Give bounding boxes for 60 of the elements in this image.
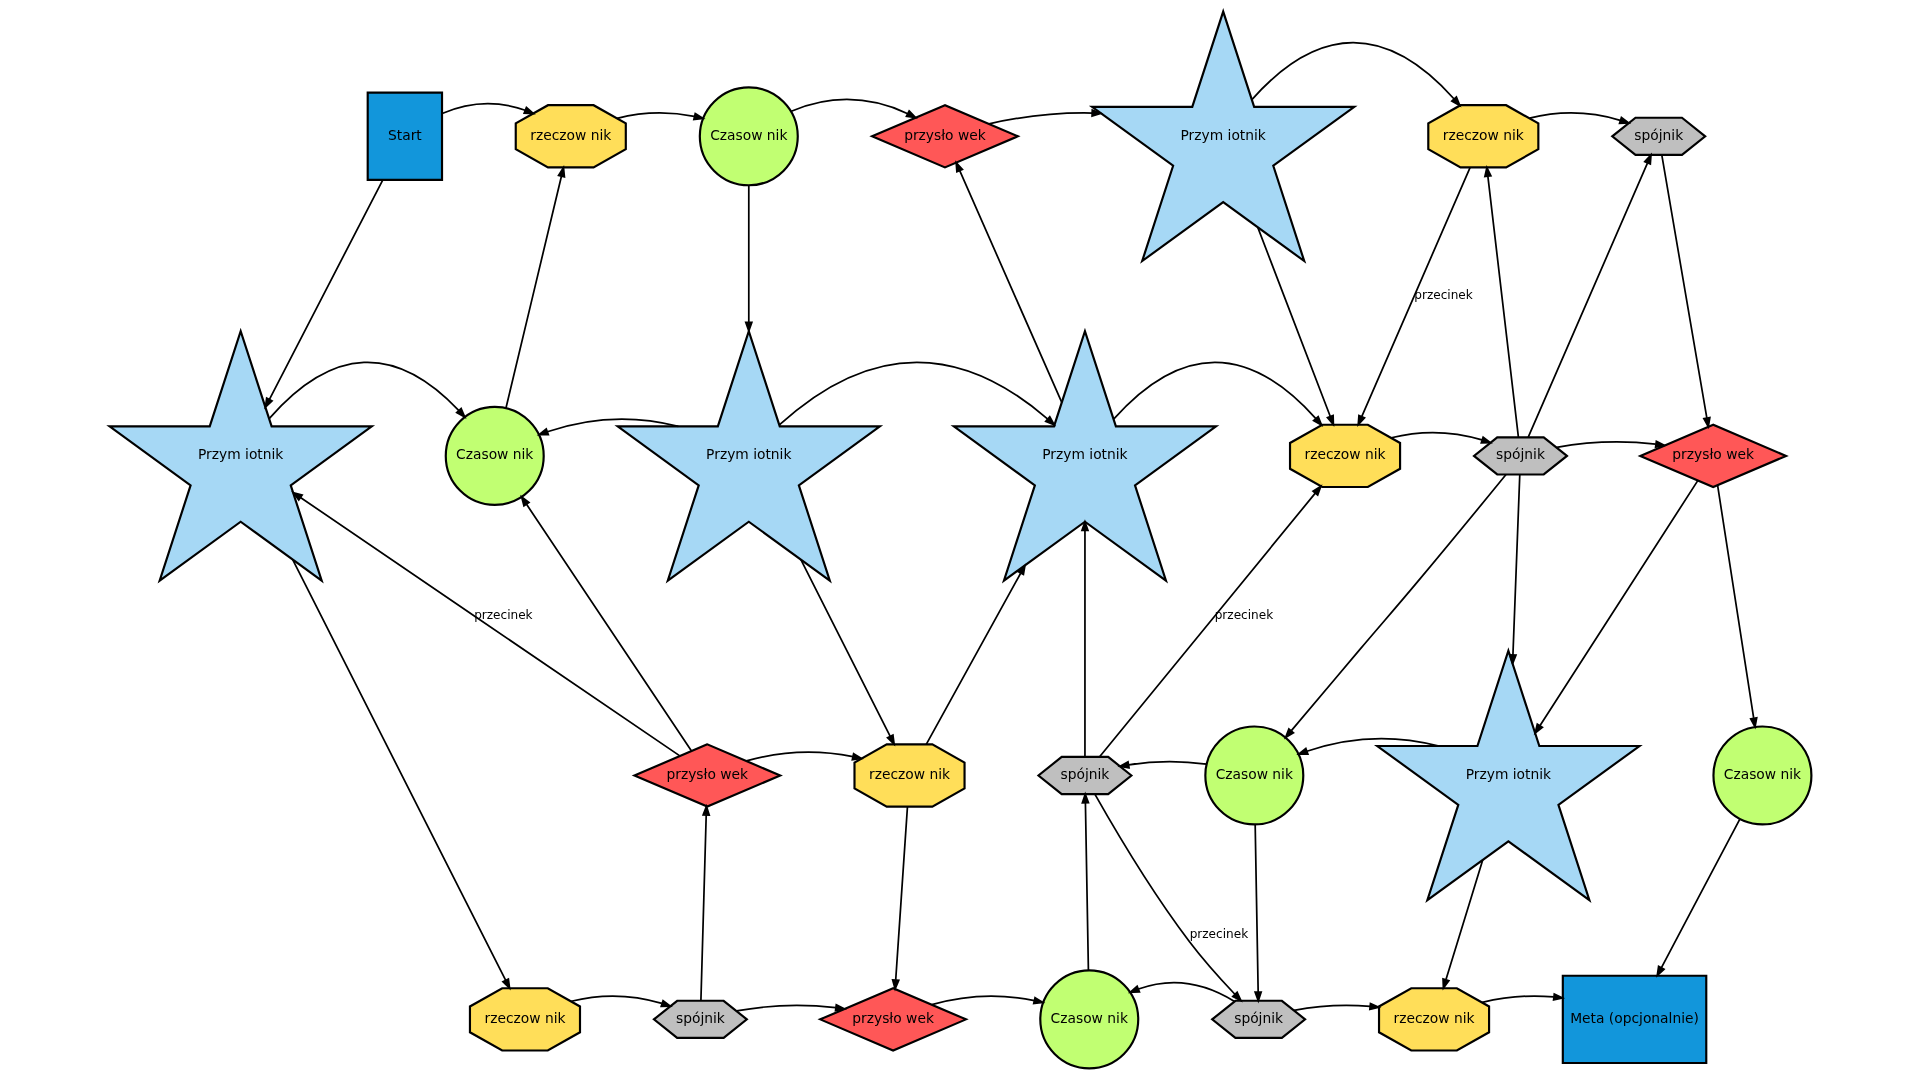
node-diamond: przysło wek — [868, 104, 1021, 169]
arrow — [519, 494, 692, 752]
arrow — [1127, 981, 1235, 1003]
arrow — [745, 751, 864, 762]
arrow — [789, 98, 918, 119]
arrow — [263, 179, 384, 410]
arrow — [744, 184, 753, 334]
arrow — [1116, 760, 1207, 769]
arrow — [891, 805, 908, 992]
arrow — [1098, 484, 1322, 758]
arrow — [440, 102, 536, 115]
arrow — [954, 160, 1063, 404]
arrow — [1655, 818, 1741, 978]
arrow — [1256, 226, 1334, 428]
arrow — [987, 108, 1103, 125]
node-box: Meta (opcjonalnie) — [1561, 974, 1707, 1065]
arrow — [799, 558, 895, 747]
arrow — [1441, 859, 1484, 991]
arrow — [569, 995, 673, 1008]
edge-label: przecinek — [473, 607, 533, 622]
arrow — [930, 995, 1045, 1006]
arrow — [1389, 431, 1493, 444]
arrow — [1533, 479, 1699, 736]
arrow — [1555, 439, 1667, 449]
node-diamond: przysło wek — [631, 743, 783, 808]
arrow — [1483, 165, 1519, 439]
node-circle: Czasow nik — [1711, 725, 1812, 826]
arrow — [1253, 823, 1262, 1004]
arrow — [1080, 519, 1089, 758]
arrow — [1295, 737, 1439, 756]
node-circle: Czasow nik — [698, 86, 799, 187]
arrow — [1093, 793, 1243, 1003]
arrow — [1716, 484, 1758, 730]
edge-label: przecinek — [1214, 607, 1273, 622]
arrow — [777, 361, 1056, 427]
arrow — [504, 165, 565, 409]
arrow — [536, 418, 679, 436]
arrow — [1508, 473, 1521, 667]
arrow — [1528, 112, 1631, 125]
arrow — [291, 558, 511, 991]
arrow — [1283, 473, 1507, 740]
arrow — [267, 361, 467, 420]
node-diamond: przysło wek — [1637, 423, 1789, 489]
arrow — [1080, 791, 1090, 972]
arrow — [924, 563, 1026, 746]
arrow — [1526, 152, 1652, 439]
arrow — [615, 112, 706, 121]
node-box: Start — [366, 91, 443, 181]
arrow — [1480, 992, 1565, 1004]
arrow — [1292, 1002, 1381, 1012]
node-diamond: przysło wek — [816, 987, 969, 1052]
edge-label: przecinek — [1413, 288, 1473, 303]
arrow — [735, 1003, 847, 1012]
arrow — [1250, 41, 1462, 108]
arrow — [1112, 361, 1323, 428]
arrow — [1356, 166, 1471, 428]
edge-label: przecinek — [1189, 927, 1248, 942]
arrow — [699, 803, 710, 1002]
arrow — [1660, 154, 1711, 430]
arrow — [290, 491, 681, 757]
